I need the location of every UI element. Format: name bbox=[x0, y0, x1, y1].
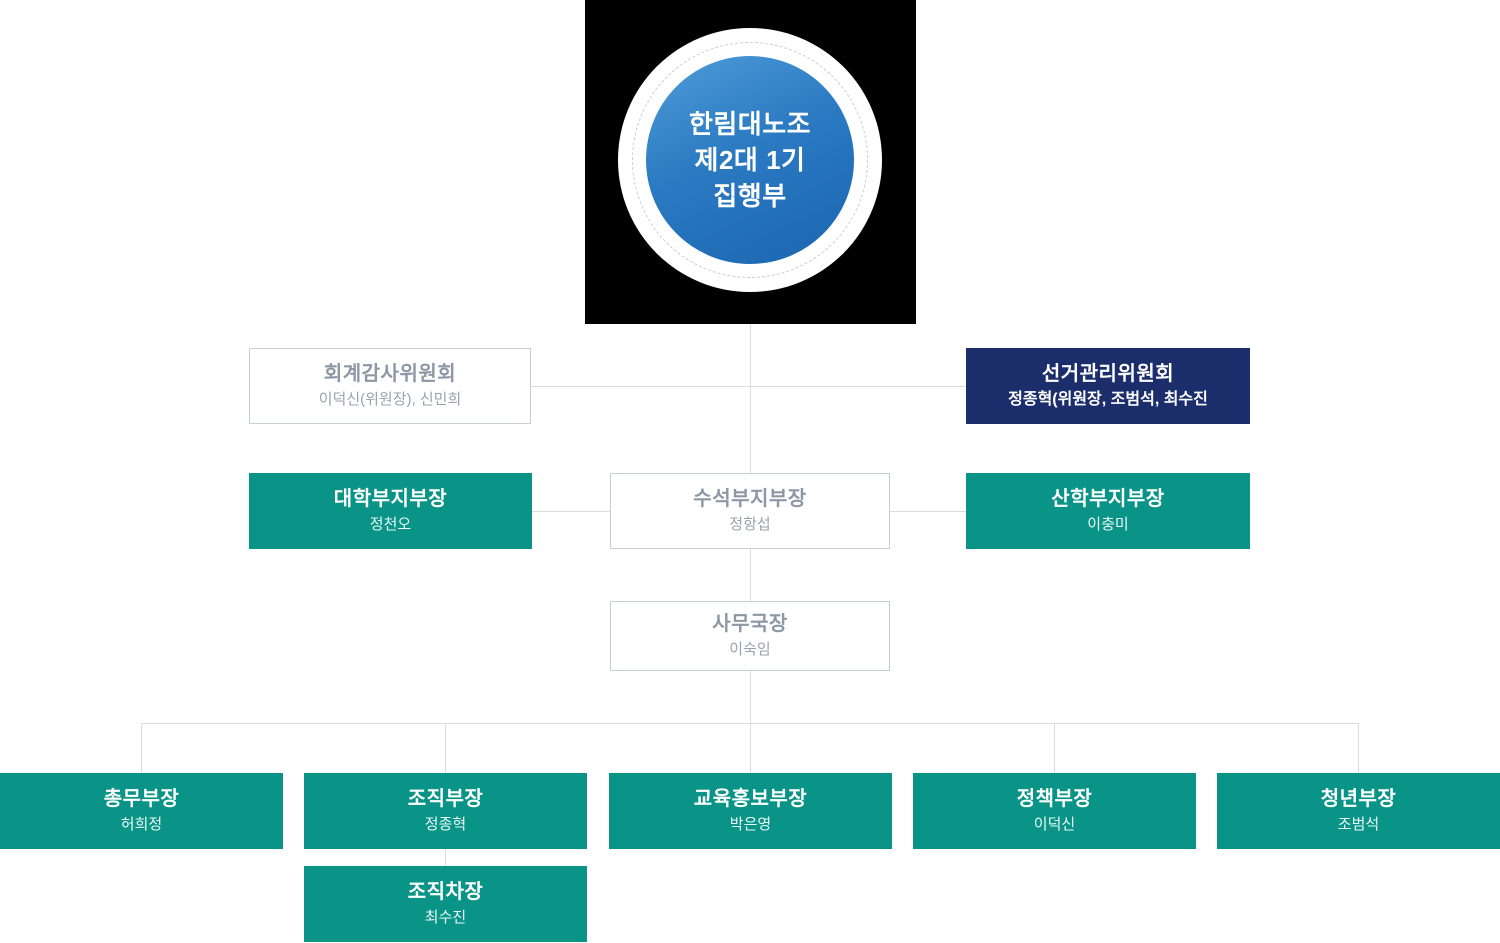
node-title: 교육홍보부장 bbox=[693, 788, 808, 810]
node-education-pr-dept: 교육홍보부장 박은영 bbox=[609, 773, 892, 849]
node-audit-committee: 회계감사위원회 이덕신(위원장), 신민희 bbox=[249, 348, 531, 424]
node-members: 정항섭 bbox=[729, 516, 771, 533]
node-members: 박은영 bbox=[729, 816, 772, 833]
connector-drop-policy bbox=[1054, 723, 1055, 773]
node-title: 대학부지부장 bbox=[333, 488, 448, 510]
root-title-line3: 집행부 bbox=[713, 181, 787, 211]
connector-secretary-down bbox=[750, 671, 751, 723]
node-title: 산학부지부장 bbox=[1051, 488, 1165, 510]
connector-root-vertical bbox=[750, 324, 751, 473]
node-title: 청년부장 bbox=[1320, 788, 1397, 810]
node-members: 이덕신(위원장), 신민희 bbox=[318, 391, 462, 408]
node-industry-deputy: 산학부지부장 이충미 bbox=[966, 473, 1250, 549]
node-university-deputy: 대학부지부장 정천오 bbox=[249, 473, 532, 549]
node-members: 정종혁 bbox=[424, 816, 467, 833]
node-title: 조직차장 bbox=[407, 881, 484, 903]
root-node: 한림대노조 제2대 1기 집행부 bbox=[646, 56, 854, 264]
node-title: 조직부장 bbox=[407, 788, 484, 810]
node-members: 최수진 bbox=[424, 909, 467, 926]
node-members: 이덕신 bbox=[1033, 816, 1076, 833]
node-title: 정책부장 bbox=[1016, 788, 1093, 810]
connector-drop-education bbox=[750, 723, 751, 773]
node-title: 사무국장 bbox=[712, 613, 788, 635]
node-secretary-general: 사무국장 이숙임 bbox=[610, 601, 890, 671]
node-title: 총무부장 bbox=[103, 788, 180, 810]
node-organization-deputy: 조직차장 최수진 bbox=[304, 866, 587, 942]
connector-organization-to-deputy bbox=[445, 849, 446, 866]
connector-drop-youth bbox=[1358, 723, 1359, 773]
node-general-affairs: 총무부장 허희정 bbox=[0, 773, 283, 849]
node-senior-deputy: 수석부지부장 정항섭 bbox=[610, 473, 890, 549]
node-title: 선거관리위원회 bbox=[1041, 363, 1175, 385]
node-election-committee: 선거관리위원회 정종혁(위원장, 조범석, 최수진 bbox=[966, 348, 1250, 424]
node-members: 정종혁(위원장, 조범석, 최수진 bbox=[1008, 391, 1208, 408]
connector-departments-horizontal bbox=[141, 723, 1358, 724]
node-title: 수석부지부장 bbox=[693, 488, 807, 510]
node-organization-dept: 조직부장 정종혁 bbox=[304, 773, 587, 849]
connector-drop-general-affairs bbox=[141, 723, 142, 773]
node-youth-dept: 청년부장 조범석 bbox=[1217, 773, 1500, 849]
node-members: 허희정 bbox=[120, 816, 163, 833]
connector-senior-to-secretary bbox=[750, 549, 751, 601]
root-circle-dashed-ring bbox=[632, 42, 868, 278]
connector-committee-horizontal bbox=[531, 386, 966, 387]
node-policy-dept: 정책부장 이덕신 bbox=[913, 773, 1196, 849]
node-members: 이충미 bbox=[1087, 516, 1129, 533]
node-members: 이숙임 bbox=[729, 641, 771, 658]
connector-drop-organization bbox=[445, 723, 446, 773]
node-members: 조범석 bbox=[1337, 816, 1380, 833]
root-title-line1: 한림대노조 bbox=[688, 109, 812, 139]
node-title: 회계감사위원회 bbox=[323, 363, 457, 385]
root-title-line2: 제2대 1기 bbox=[694, 145, 806, 175]
node-members: 정천오 bbox=[369, 516, 412, 533]
